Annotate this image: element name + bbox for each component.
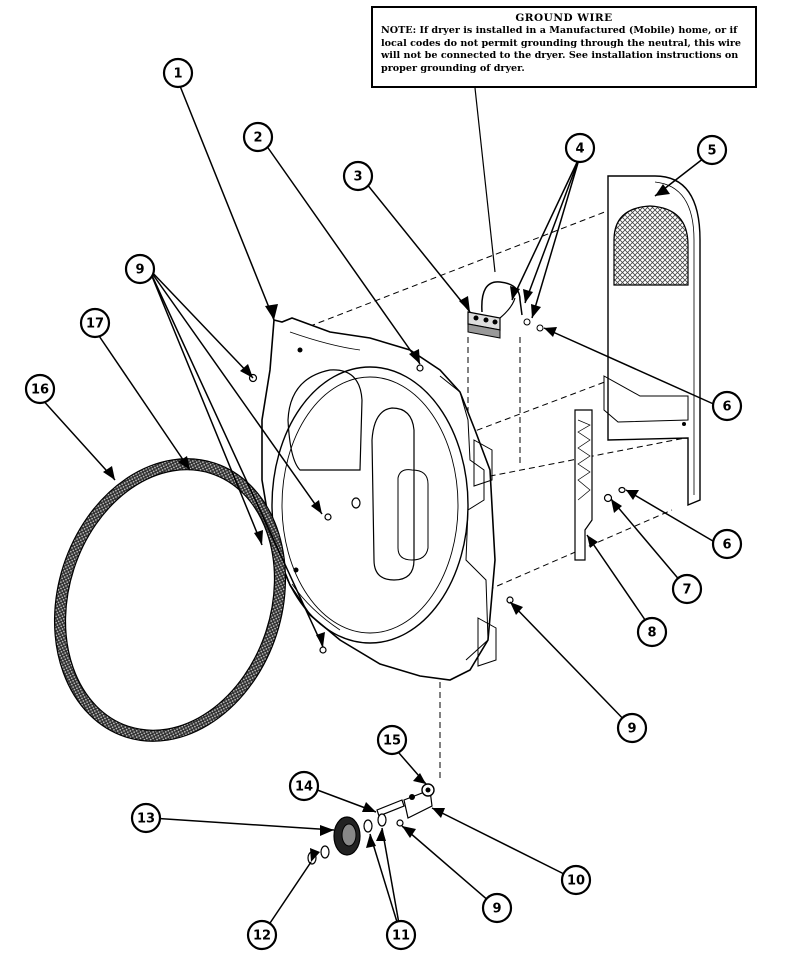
callout-c9a: 9 [124, 253, 156, 285]
bulkhead [261, 317, 497, 681]
callout-c17: 17 [79, 307, 111, 339]
callout-c3: 3 [342, 160, 374, 192]
callout-circle [616, 712, 648, 744]
note-title: GROUND WIRE [515, 12, 613, 24]
callout-circle [696, 134, 728, 166]
callout-c15: 15 [376, 724, 408, 756]
bracket [574, 409, 593, 561]
callout-c6b: 6 [711, 528, 743, 560]
callout-label: 1 [173, 67, 182, 82]
callout-label: 9 [492, 902, 501, 917]
callout-c4: 4 [564, 132, 596, 164]
callout-label: 8 [647, 626, 656, 641]
callout-c11: 11 [385, 919, 417, 951]
callout-label: 13 [137, 812, 155, 827]
callout-label: 2 [253, 131, 262, 146]
ground-wire-note: GROUND WIRE NOTE: If dryer is installed … [371, 6, 757, 88]
callout-label: 4 [575, 142, 584, 157]
callout-label: 3 [353, 170, 362, 185]
callout-circle [711, 390, 743, 422]
callout-circle [376, 724, 408, 756]
callout-label: 12 [253, 929, 271, 944]
callout-circle [130, 802, 162, 834]
callout-label: 6 [722, 400, 731, 415]
callout-circle [711, 528, 743, 560]
callout-circle [79, 307, 111, 339]
leader-lines [39, 80, 719, 936]
callout-circle [242, 121, 274, 153]
callout-label: 7 [682, 583, 691, 598]
callout-label: 14 [295, 780, 313, 795]
callout-c9c: 9 [481, 892, 513, 924]
callout-circle [246, 919, 278, 951]
callout-c10: 10 [560, 864, 592, 896]
roller-assembly [307, 783, 435, 865]
callout-c8: 8 [636, 616, 668, 648]
drum-seal [53, 458, 287, 742]
callout-circle [24, 373, 56, 405]
callout-circle [124, 253, 156, 285]
callout-circle [564, 132, 596, 164]
callout-circle [560, 864, 592, 896]
callout-label: 9 [627, 722, 636, 737]
callout-c14: 14 [288, 770, 320, 802]
callout-c6a: 6 [711, 390, 743, 422]
callout-label: 6 [722, 538, 731, 553]
callout-label: 17 [86, 317, 104, 332]
callout-label: 11 [392, 929, 410, 944]
callout-c9b: 9 [616, 712, 648, 744]
callout-c7: 7 [671, 573, 703, 605]
callout-circle [288, 770, 320, 802]
callout-label: 15 [383, 734, 401, 749]
callout-label: 9 [135, 263, 144, 278]
callout-label: 10 [567, 874, 585, 889]
callout-c5: 5 [696, 134, 728, 166]
callout-label: 5 [707, 144, 716, 159]
callout-c1: 1 [162, 57, 194, 89]
arrowheads [103, 184, 670, 862]
callout-c12: 12 [246, 919, 278, 951]
callout-c2: 2 [242, 121, 274, 153]
callout-circle [481, 892, 513, 924]
callout-circle [671, 573, 703, 605]
callout-circle [162, 57, 194, 89]
callout-circle [385, 919, 417, 951]
note-body: NOTE: If dryer is installed in a Manufac… [381, 25, 742, 74]
callout-c13: 13 [130, 802, 162, 834]
terminal-block [467, 281, 544, 339]
callout-c16: 16 [24, 373, 56, 405]
note-leader [474, 87, 496, 273]
callout-circle [342, 160, 374, 192]
callout-circle [636, 616, 668, 648]
callout-label: 16 [31, 383, 49, 398]
rear-panel [603, 175, 701, 507]
